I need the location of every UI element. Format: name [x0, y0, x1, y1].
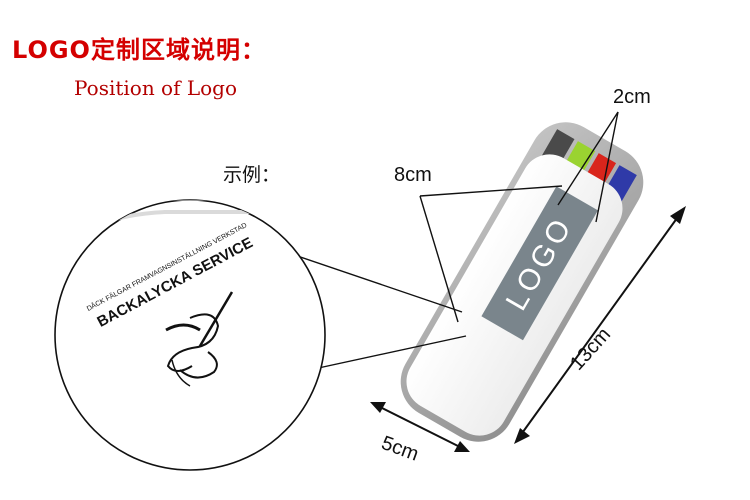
- example-label: 示例：: [223, 164, 281, 186]
- callout-line-2cm-left: [557, 111, 619, 206]
- magnifier-connector-bottom: [299, 335, 467, 373]
- logo-area-panel: [481, 186, 598, 341]
- page-title: LOGO定制区域说明：: [12, 36, 266, 64]
- magnifier-circle: DÄCK FÄLGAR FRAMVAGNSINSTÄLLNING VERKSTA…: [54, 199, 326, 471]
- callout-line-8cm-bottom: [419, 195, 459, 323]
- callout-lines: [267, 111, 619, 373]
- dimension-arrow-13cm: [514, 206, 686, 444]
- dimension-label-2cm: 2cm: [613, 86, 651, 108]
- pen-case: LOGO: [400, 122, 644, 442]
- dimension-arrow-5cm: [370, 402, 470, 452]
- dimension-label-8cm: 8cm: [394, 164, 432, 186]
- callout-line-8cm-top: [419, 185, 563, 197]
- page-subtitle: Position of Logo: [74, 76, 238, 100]
- magnified-logo-emblem: [165, 291, 234, 387]
- callout-line-2cm-right: [595, 111, 619, 223]
